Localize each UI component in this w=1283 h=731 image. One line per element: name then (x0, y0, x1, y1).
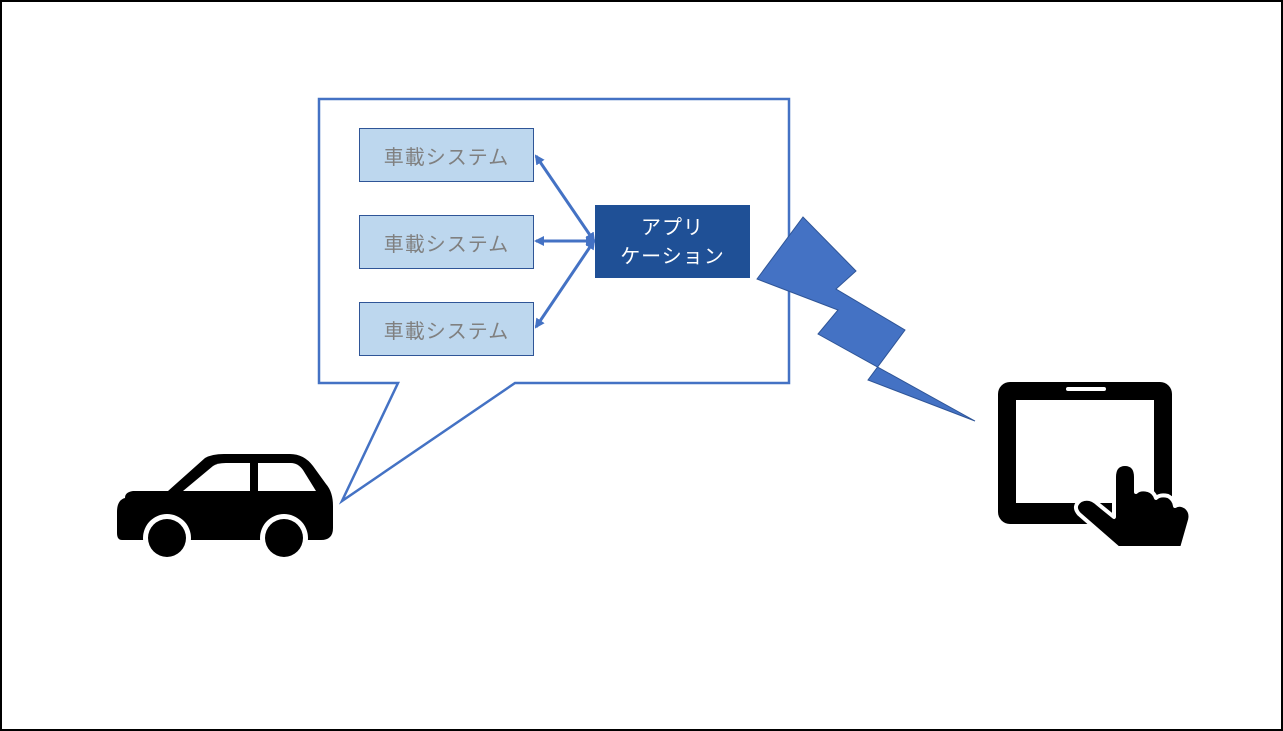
arrow-system-1 (534, 154, 596, 243)
lightning-bolt-icon (756, 216, 976, 422)
system-box-3: 車載システム (359, 302, 534, 356)
arrow-system-3 (534, 239, 596, 329)
system-box-1-label: 車載システム (383, 144, 510, 169)
system-box-2-label: 車載システム (383, 231, 510, 256)
system-box-2: 車載システム (359, 215, 534, 269)
application-label-line2: ケーション (620, 243, 725, 268)
application-box: アプリ ケーション (595, 205, 750, 278)
application-label-line1: アプリ (640, 214, 704, 239)
system-box-3-label: 車載システム (383, 318, 510, 343)
tablet-touch-icon (998, 382, 1193, 550)
system-box-1: 車載システム (359, 128, 534, 182)
car-icon (117, 454, 333, 562)
